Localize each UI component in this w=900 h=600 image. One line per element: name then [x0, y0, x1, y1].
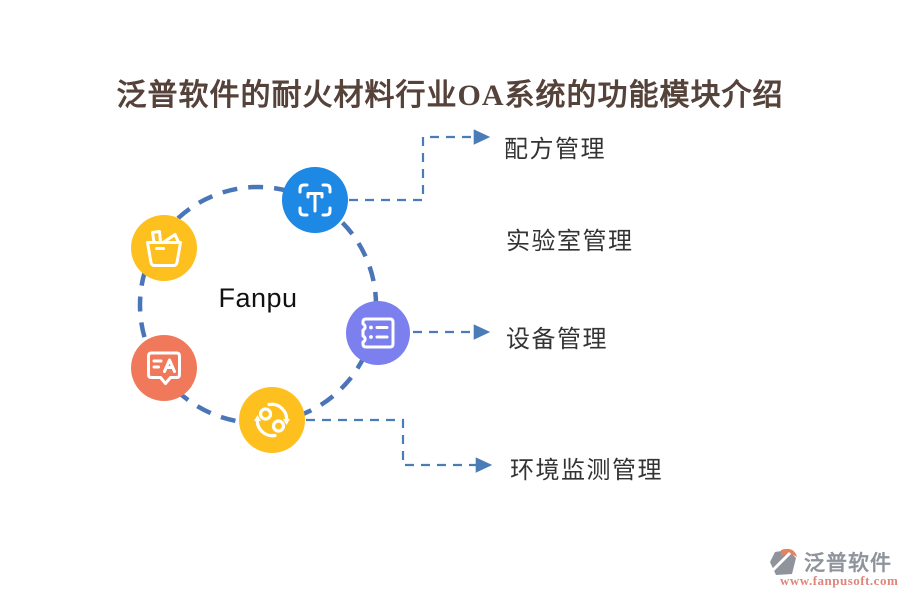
connector-formula-management	[349, 129, 491, 202]
module-label-formula-management: 配方管理	[504, 137, 606, 163]
connector-environment-monitoring	[306, 418, 493, 473]
module-label-laboratory-management: 实验室管理	[506, 229, 634, 255]
brand-footer: 泛普软件 www.fanpusoft.com	[768, 546, 900, 592]
sync-icon	[239, 387, 305, 453]
chat-translate-icon	[131, 335, 197, 401]
text-scan-icon	[282, 167, 348, 233]
module-label-equipment-management: 设备管理	[506, 327, 608, 353]
brand-url: www.fanpusoft.com	[780, 573, 899, 588]
page-title: 泛普软件的耐火材料行业OA系统的功能模块介绍	[116, 79, 784, 113]
basket-icon	[131, 215, 197, 281]
module-label-environment-monitoring-management: 环境监测管理	[510, 458, 663, 484]
ticket-list-icon	[346, 301, 410, 365]
fanpu-logo-icon	[770, 548, 797, 575]
brand-name: 泛普软件	[804, 551, 892, 575]
diagram-center-label: Fanpu	[218, 283, 298, 313]
